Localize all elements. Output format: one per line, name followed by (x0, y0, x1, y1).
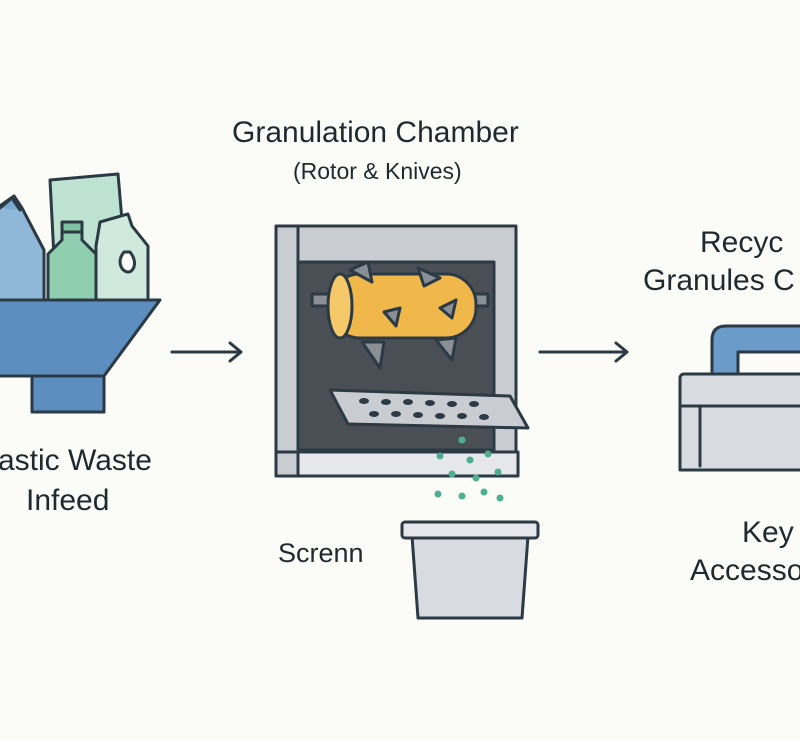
output-bin (678, 372, 800, 472)
chamber-title: Granulation Chamber (232, 116, 519, 149)
knife-4 (434, 336, 458, 362)
infeed-label-line2: Infeed (26, 484, 110, 517)
knife-1 (348, 260, 374, 284)
knife-2 (416, 266, 442, 288)
knife-6 (438, 298, 458, 320)
blue-bottle (0, 194, 46, 302)
output-label-line1: Recyc (700, 226, 784, 259)
plastic-waste-pile (0, 172, 150, 302)
knife-3 (360, 340, 386, 370)
output-label-line2: Granules C (643, 264, 795, 297)
knife-5 (382, 306, 402, 328)
screen-holes (359, 398, 489, 420)
falling-granules (434, 436, 504, 502)
collection-bin (400, 520, 540, 620)
hopper-outlet (30, 374, 106, 414)
accessories-label-line2: Accesso (690, 554, 800, 587)
rotor (310, 260, 490, 370)
screen-plate (328, 388, 530, 430)
infeed-label-line1: astic Waste (0, 444, 152, 477)
flow-arrow-1 (170, 341, 243, 363)
chamber-subtitle: (Rotor & Knives) (293, 158, 462, 184)
flow-arrow-2 (538, 341, 629, 363)
hopper (0, 298, 162, 378)
screen-label: Screnn (278, 538, 364, 568)
accessories-label-line1: Key (742, 516, 794, 549)
output-pipe (710, 324, 800, 378)
granulation-chamber (274, 224, 520, 478)
